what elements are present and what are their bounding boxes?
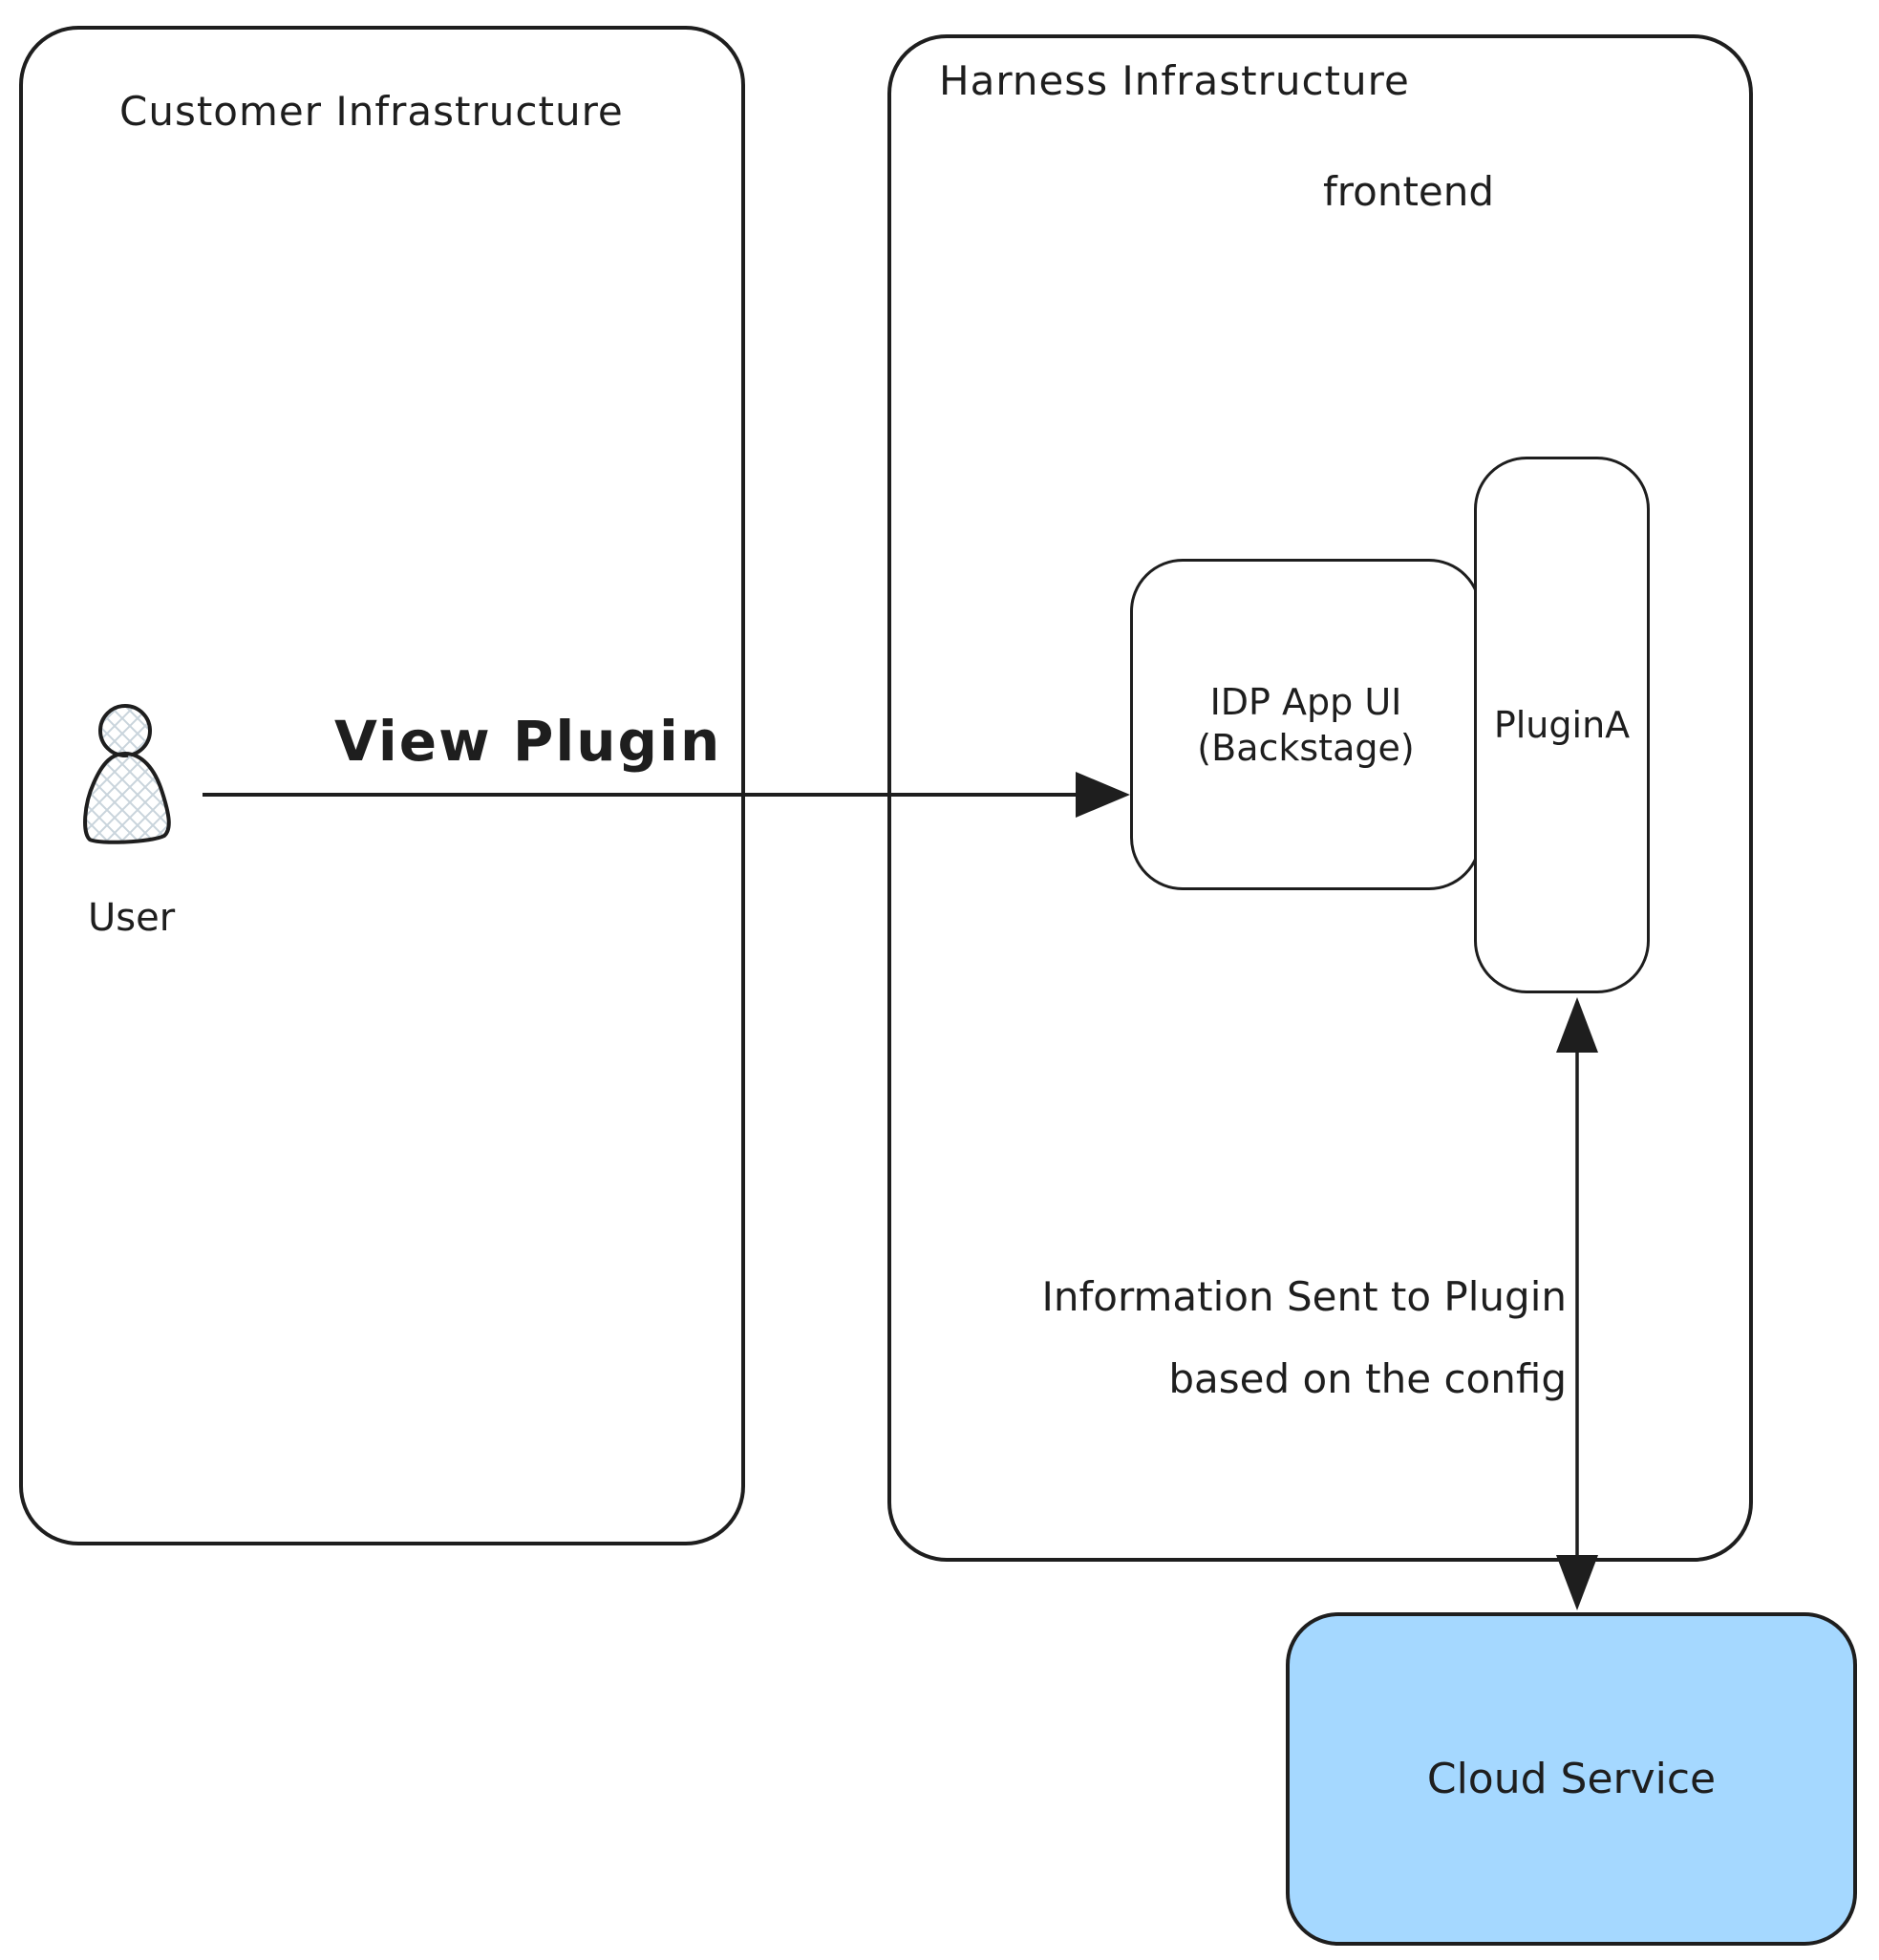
idp-app-ui-label-line1: IDP App UI	[1209, 680, 1402, 723]
info-sent-label: Information Sent to Plugin based on the …	[1042, 1256, 1568, 1420]
cloud-service-box: Cloud Service	[1286, 1612, 1857, 1946]
customer-infrastructure-box	[19, 26, 745, 1545]
cloud-service-label: Cloud Service	[1426, 1755, 1717, 1803]
idp-app-ui-box: IDP App UI (Backstage)	[1130, 559, 1482, 890]
frontend-label: frontend	[1323, 168, 1495, 215]
customer-infrastructure-label: Customer Infrastructure	[119, 88, 624, 135]
user-label: User	[88, 896, 176, 940]
harness-infrastructure-label: Harness Infrastructure	[939, 57, 1410, 104]
view-plugin-label: View Plugin	[334, 709, 722, 774]
plugin-a-label: PluginA	[1493, 704, 1631, 746]
idp-app-ui-label: IDP App UI (Backstage)	[1197, 679, 1414, 771]
idp-app-ui-label-line2: (Backstage)	[1197, 726, 1415, 769]
plugin-a-box: PluginA	[1474, 457, 1650, 993]
info-sent-label-line1: Information Sent to Plugin	[1041, 1273, 1568, 1320]
info-sent-label-line2: based on the config	[1168, 1355, 1567, 1402]
